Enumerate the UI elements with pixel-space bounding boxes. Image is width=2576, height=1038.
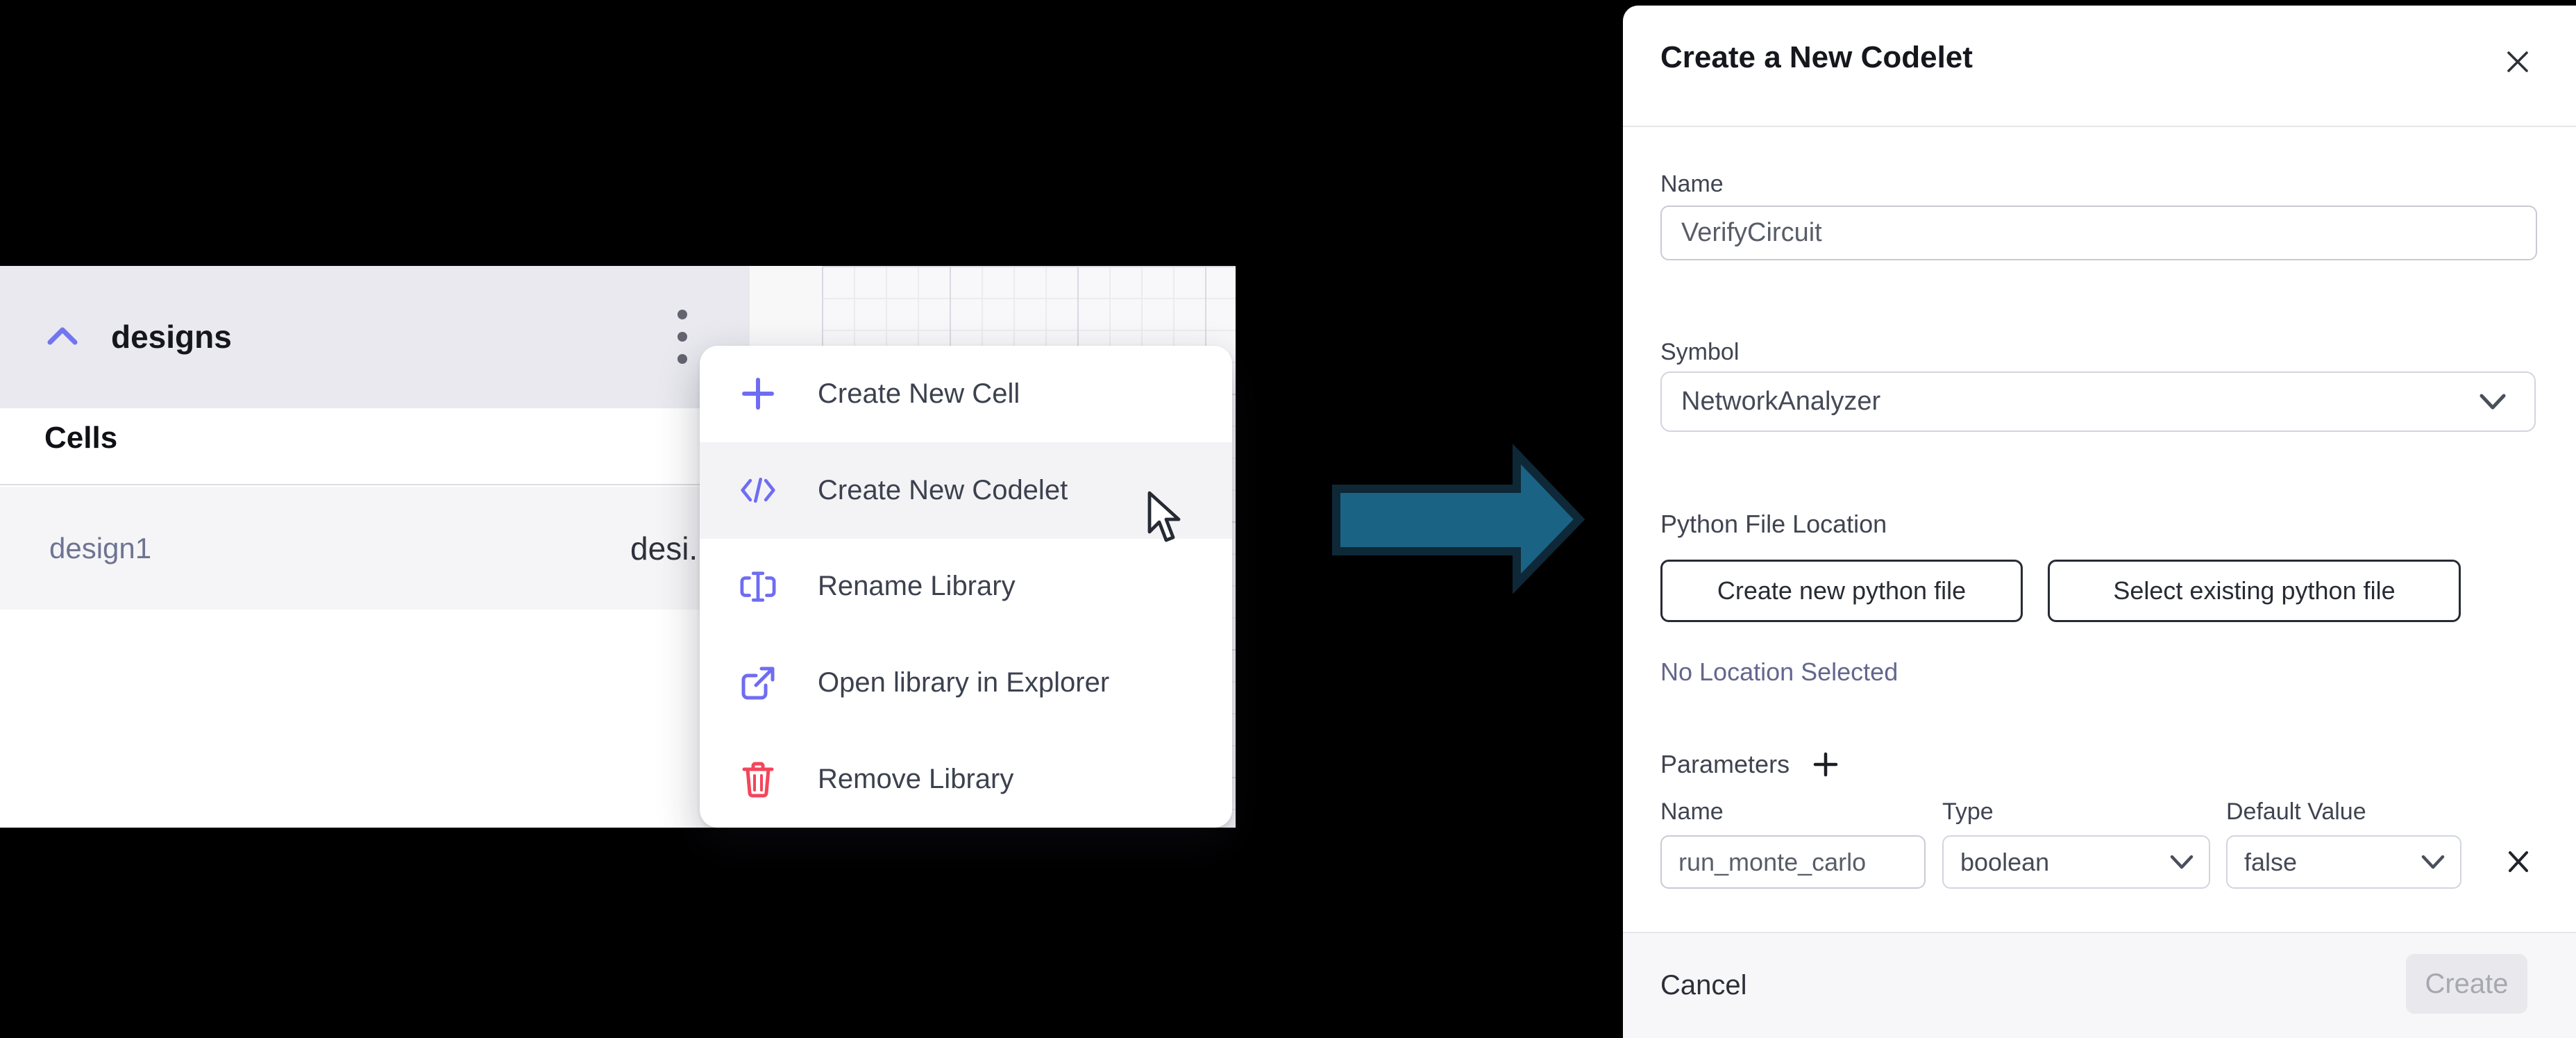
param-default-select[interactable]: false [2226, 835, 2461, 889]
param-type-column-label: Type [1942, 798, 1994, 825]
create-button[interactable]: Create [2406, 954, 2527, 1014]
collapse-library-button[interactable] [40, 316, 85, 358]
cancel-button[interactable]: Cancel [1660, 970, 1747, 1001]
codelet-name-input[interactable]: VerifyCircuit [1660, 206, 2537, 260]
close-icon [2506, 849, 2531, 874]
library-name: designs [111, 319, 232, 355]
symbol-select[interactable]: NetworkAnalyzer [1660, 371, 2536, 432]
trash-icon [740, 762, 776, 798]
cells-panel: Cells design1 desi.. [0, 408, 750, 828]
library-menu-button[interactable] [658, 302, 707, 371]
chevron-down-icon [2170, 855, 2194, 870]
chevron-down-icon [2479, 393, 2507, 411]
flow-arrow-icon [1319, 437, 1597, 604]
select-existing-python-file-button[interactable]: Select existing python file [2048, 560, 2461, 622]
code-icon [740, 472, 776, 508]
menu-item-remove-library[interactable]: Remove Library [700, 731, 1232, 828]
rename-icon [740, 569, 776, 605]
divider [1623, 126, 2576, 127]
close-icon [2505, 49, 2531, 75]
kebab-menu-icon [674, 305, 691, 368]
remove-parameter-button[interactable] [2499, 842, 2538, 881]
cell-preview-text: desi.. [630, 530, 707, 567]
create-codelet-dialog: Create a New Codelet Name VerifyCircuit … [1623, 6, 2576, 1038]
menu-item-open-library-in-explorer[interactable]: Open library in Explorer [700, 635, 1232, 731]
chevron-up-icon [44, 323, 81, 351]
location-status-text: No Location Selected [1660, 658, 1899, 686]
parameters-label: Parameters [1660, 750, 1790, 778]
plus-icon [740, 376, 776, 412]
plus-icon [1813, 752, 1838, 777]
cell-row-design1[interactable]: design1 desi.. [0, 487, 750, 610]
cells-heading: Cells [44, 421, 118, 455]
menu-item-create-new-codelet[interactable]: Create New Codelet [700, 442, 1232, 539]
python-file-location-label: Python File Location [1660, 510, 1887, 538]
library-context-menu: Create New Cell Create New Codelet Renam… [700, 346, 1232, 828]
create-new-python-file-button[interactable]: Create new python file [1660, 560, 2023, 622]
symbol-label: Symbol [1660, 339, 1740, 365]
dialog-close-button[interactable] [2497, 41, 2539, 83]
menu-item-rename-library[interactable]: Rename Library [700, 539, 1232, 635]
menu-item-create-new-cell[interactable]: Create New Cell [700, 346, 1232, 442]
add-parameter-button[interactable] [1810, 749, 1841, 780]
name-label: Name [1660, 171, 1724, 197]
external-link-icon [740, 665, 776, 701]
param-name-column-label: Name [1660, 798, 1724, 825]
cell-name: design1 [49, 531, 152, 564]
param-name-input[interactable]: run_monte_carlo [1660, 835, 1926, 889]
chevron-down-icon [2421, 855, 2445, 870]
param-type-select[interactable]: boolean [1942, 835, 2210, 889]
dialog-footer: Cancel Create [1623, 932, 2576, 1038]
dialog-title: Create a New Codelet [1660, 40, 1973, 74]
mouse-cursor-icon [1144, 490, 1188, 546]
library-header: designs [0, 266, 750, 408]
param-default-column-label: Default Value [2226, 798, 2366, 825]
divider [0, 484, 750, 485]
